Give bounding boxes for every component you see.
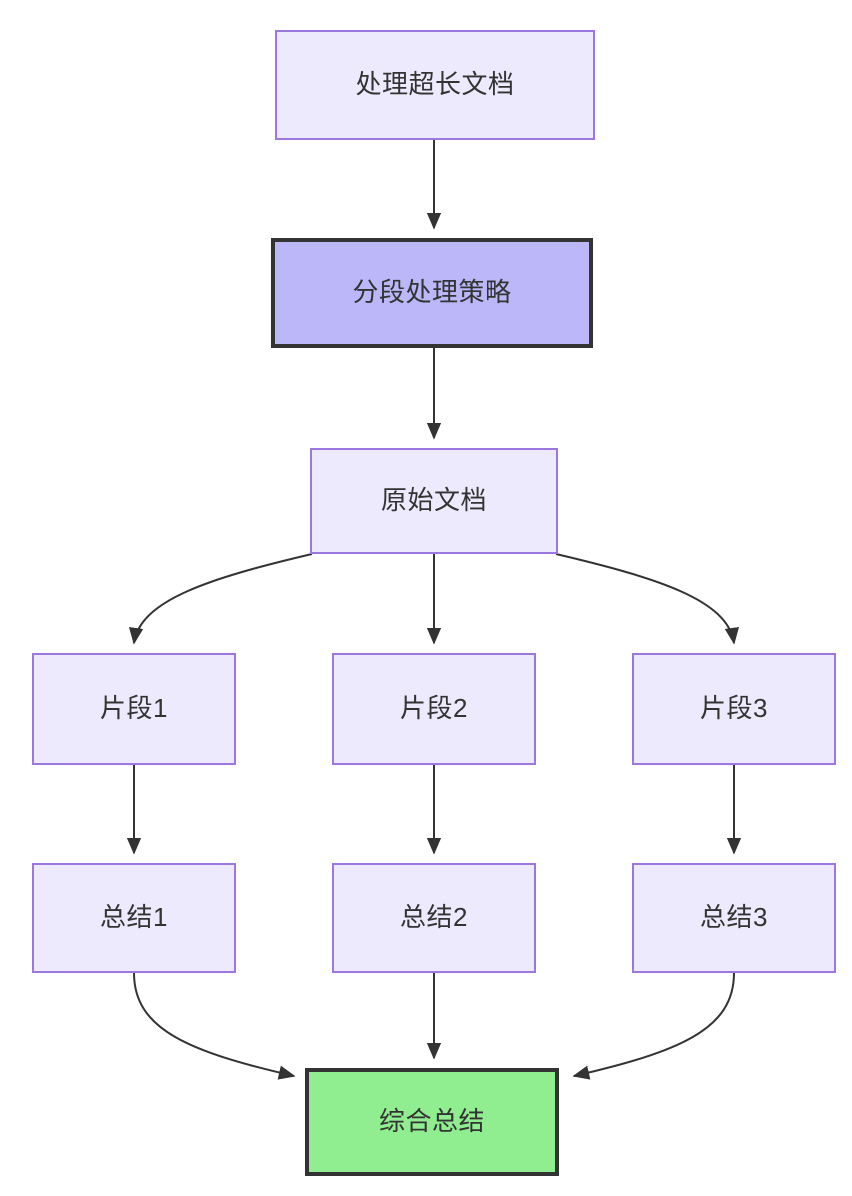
edge-source-document-to-fragment-1: [128, 553, 313, 645]
node-chunk-strategy-label: 分段处理策略: [352, 277, 512, 308]
node-long-document-label: 处理超长文档: [355, 69, 515, 100]
node-chunk-strategy[interactable]: 分段处理策略: [271, 238, 593, 348]
node-fragment-2-label: 片段2: [400, 693, 468, 724]
node-source-document[interactable]: 原始文档: [310, 448, 558, 554]
edge-summary-1-to-final-summary: [133, 972, 296, 1080]
node-final-summary[interactable]: 综合总结: [305, 1068, 559, 1176]
node-summary-3-label: 总结3: [700, 902, 768, 933]
node-summary-3[interactable]: 总结3: [632, 863, 836, 973]
node-summary-2-label: 总结2: [400, 902, 468, 933]
node-fragment-3-label: 片段3: [700, 693, 768, 724]
edge-summary-3-to-final-summary: [572, 972, 735, 1080]
node-final-summary-label: 综合总结: [378, 1106, 485, 1137]
node-summary-1-label: 总结1: [100, 902, 168, 933]
node-source-document-label: 原始文档: [380, 485, 487, 516]
node-fragment-1[interactable]: 片段1: [32, 653, 236, 765]
node-long-document[interactable]: 处理超长文档: [275, 30, 595, 140]
node-summary-2[interactable]: 总结2: [332, 863, 536, 973]
node-fragment-3[interactable]: 片段3: [632, 653, 836, 765]
edge-source-document-to-fragment-3: [555, 553, 740, 645]
node-fragment-2[interactable]: 片段2: [332, 653, 536, 765]
node-fragment-1-label: 片段1: [100, 693, 168, 724]
node-summary-1[interactable]: 总结1: [32, 863, 236, 973]
